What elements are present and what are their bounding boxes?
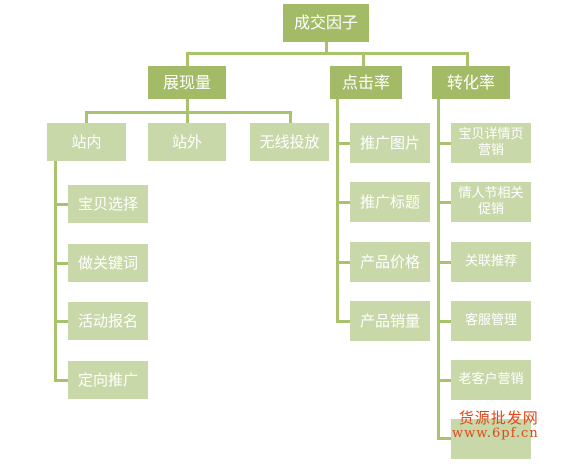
connector — [186, 111, 189, 123]
conversion-item: 关联推荐 — [451, 242, 531, 282]
conversion-item: 老客户营销 — [451, 360, 531, 400]
connector — [186, 99, 189, 113]
connector — [336, 261, 350, 264]
connector — [325, 42, 328, 54]
level1-node-conversion: 转化率 — [432, 66, 510, 99]
connector — [54, 379, 68, 382]
connector — [186, 52, 189, 66]
connector — [54, 161, 57, 382]
conversion-item-hidden — [451, 419, 531, 459]
watermark-line1: 货源批发网 — [458, 409, 539, 427]
connector — [437, 437, 451, 440]
root-node: 成交因子 — [283, 4, 369, 42]
onsite-item: 做关键词 — [68, 244, 148, 282]
ctr-item: 推广图片 — [350, 123, 430, 163]
conversion-item: 客服管理 — [451, 301, 531, 341]
ctr-item: 推广标题 — [350, 182, 430, 222]
ctr-item: 产品价格 — [350, 242, 430, 282]
connector — [186, 52, 468, 55]
watermark: 货源批发网 www.6pf.cn — [452, 409, 539, 442]
connector — [336, 320, 350, 323]
connector — [54, 203, 68, 206]
connector — [336, 99, 339, 323]
connector — [336, 201, 350, 204]
onsite-item: 活动报名 — [68, 302, 148, 340]
conversion-item: 情人节相关促销 — [451, 182, 531, 222]
exposure-child-offsite: 站外 — [148, 123, 226, 161]
connector — [54, 262, 68, 265]
connector — [437, 379, 451, 382]
exposure-child-mobile: 无线投放 — [250, 123, 329, 161]
connector — [437, 201, 451, 204]
ctr-item: 产品销量 — [350, 301, 430, 341]
connector — [437, 99, 440, 440]
exposure-child-onsite: 站内 — [47, 123, 126, 161]
connector — [437, 320, 451, 323]
conversion-item: 宝贝详情页营销 — [451, 123, 531, 163]
level1-node-ctr: 点击率 — [330, 66, 402, 99]
connector — [437, 142, 451, 145]
onsite-item: 宝贝选择 — [68, 185, 148, 223]
connector — [54, 320, 68, 323]
connector — [85, 111, 88, 123]
level1-node-exposure: 展现量 — [148, 66, 226, 99]
connector — [289, 111, 292, 123]
connector — [336, 142, 350, 145]
connector — [437, 261, 451, 264]
watermark-line2: www.6pf.cn — [452, 426, 539, 442]
connector — [362, 52, 365, 66]
connector — [466, 52, 469, 66]
onsite-item: 定向推广 — [68, 361, 148, 399]
